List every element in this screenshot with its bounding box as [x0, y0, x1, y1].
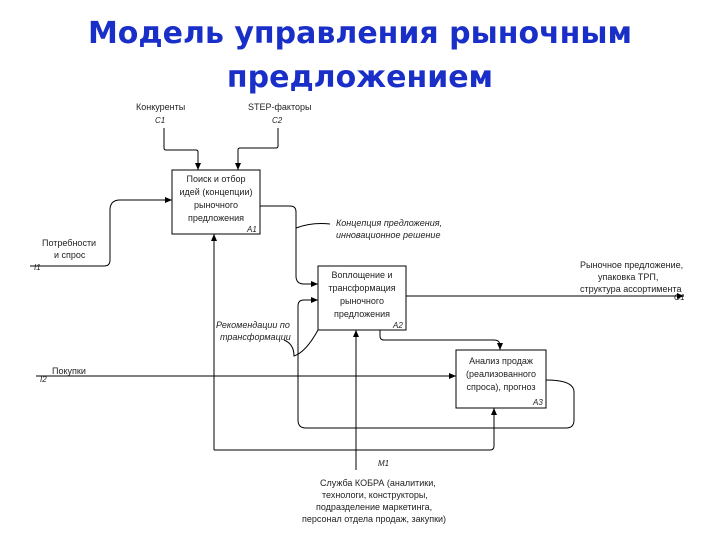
intermediate-1-line-1: Концепция предложения,	[336, 218, 442, 228]
box-a1-line-1: Поиск и отбор	[186, 174, 245, 184]
intermediate-2-line-1: Рекомендации по	[216, 320, 290, 330]
mechanism-code: M1	[378, 459, 389, 468]
box-a2-id: A2	[392, 321, 403, 330]
box-a2-line-1: Воплощение и	[331, 270, 392, 280]
box-a3-line-2: (реализованного	[466, 369, 536, 379]
mechanism-m1: M1 Служба КОБРА (аналитики, технологи, к…	[211, 234, 497, 524]
input-i1: Потребности и спрос I1	[30, 197, 172, 272]
control-c2-label: STEP-факторы	[248, 102, 311, 112]
input-i1-code: I1	[34, 263, 41, 272]
box-a3-id: A3	[532, 398, 543, 407]
box-a2-line-2: трансформация	[328, 283, 395, 293]
output-o1: Рыночное предложение, упаковка ТРП, стру…	[406, 260, 685, 302]
box-a1-line-2: идей (концепции)	[180, 187, 253, 197]
input-i2-line-1: Покупки	[52, 366, 86, 376]
title-line-1: Модель управления рыночным	[87, 16, 633, 51]
output-o1-line-1: Рыночное предложение,	[580, 260, 683, 270]
output-o1-line-3: структура ассортимента	[580, 284, 681, 294]
intermediate-1-line-2: инновационное решение	[336, 230, 440, 240]
box-a2: Воплощение и трансформация рыночного пре…	[317, 265, 407, 331]
box-a3: Анализ продаж (реализованного спроса), п…	[455, 349, 547, 409]
mechanism-line-2: технологи, конструкторы,	[322, 490, 428, 500]
control-c1-code: C1	[155, 116, 165, 125]
input-i1-line-2: и спрос	[54, 250, 86, 260]
mechanism-line-4: персонал отдела продаж, закупки)	[302, 514, 446, 524]
flow-a3-feedback	[297, 297, 575, 429]
flow-a1-to-a2: Концепция предложения, инновационное реш…	[260, 205, 442, 287]
input-i1-line-1: Потребности	[42, 238, 96, 248]
box-a1-line-4: предложения	[188, 213, 244, 223]
box-a1-line-3: рыночного	[194, 200, 238, 210]
box-a1: Поиск и отбор идей (концепции) рыночного…	[171, 169, 261, 235]
box-a3-line-1: Анализ продаж	[469, 356, 533, 366]
title-line-2: предложением	[226, 60, 494, 95]
flow-recommendations: Рекомендации по трансформации	[213, 234, 319, 450]
control-c2: STEP-факторы C2	[235, 102, 311, 170]
flow-a2-to-a3	[379, 330, 503, 350]
control-c2-code: C2	[272, 116, 283, 125]
input-i2: Покупки I2	[36, 366, 456, 384]
control-c1-label: Конкуренты	[136, 102, 185, 112]
mechanism-line-1: Служба КОБРА (аналитики,	[320, 478, 436, 488]
intermediate-2-line-2: трансформации	[220, 332, 291, 342]
input-i2-code: I2	[40, 375, 47, 384]
output-o1-line-2: упаковка ТРП,	[598, 272, 658, 282]
box-a1-id: A1	[246, 225, 257, 234]
box-a3-line-3: спроса), прогноз	[466, 382, 535, 392]
slide-title: Модель управления рыночным предложением	[0, 12, 720, 100]
box-a2-line-3: рыночного	[340, 296, 384, 306]
mechanism-line-3: подразделение маркетинга,	[316, 502, 432, 512]
control-c1: Конкуренты C1	[136, 102, 201, 170]
output-o1-code: O1	[674, 293, 685, 302]
box-a2-line-4: предложения	[334, 309, 390, 319]
